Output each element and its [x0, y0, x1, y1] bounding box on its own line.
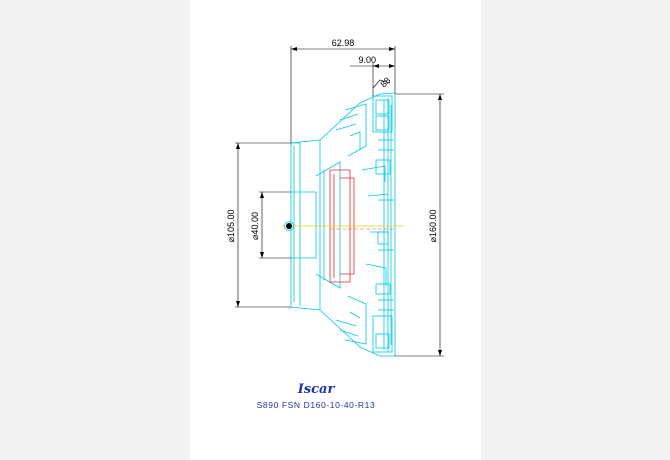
- drawing-sheet: 62.98 9.00 88 ⌀105.00 ⌀40.00 ⌀160.00 Isc…: [190, 0, 481, 460]
- dimension-insert-offset: 9.00: [358, 55, 376, 65]
- part-number: S890 FSN D160-10-40-R13: [257, 400, 376, 410]
- screw-icon: [286, 223, 292, 229]
- dimension-lines: [235, 46, 444, 357]
- brand-logo: Iscar: [297, 382, 336, 397]
- dimension-angle: 88: [378, 75, 392, 89]
- dimension-arrows: [236, 47, 442, 356]
- dimension-diameter-cutter: ⌀160.00: [428, 210, 438, 243]
- cutter-body-outline: [284, 92, 396, 357]
- dimension-overall-length: 62.98: [332, 38, 355, 48]
- dimension-diameter-body: ⌀105.00: [226, 210, 236, 243]
- dimension-diameter-bore: ⌀40.00: [250, 212, 260, 240]
- technical-drawing: 62.98 9.00 88 ⌀105.00 ⌀40.00 ⌀160.00 Isc…: [226, 38, 444, 410]
- centerline: [282, 225, 404, 230]
